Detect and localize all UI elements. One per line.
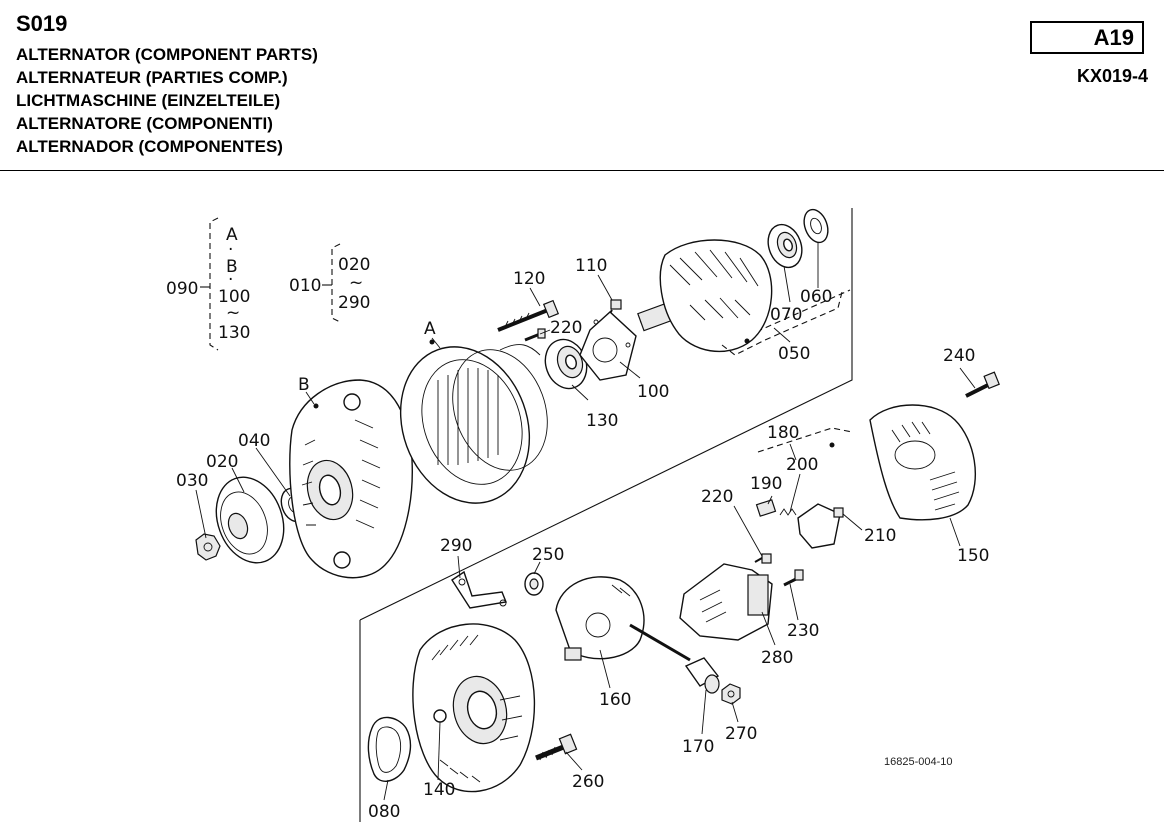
label-070: 070 <box>770 305 802 325</box>
part-060-washer <box>803 208 829 244</box>
group-bracket-090: 090 A · B · 100 ~ 130 <box>166 217 250 351</box>
group-090-item: · <box>228 270 233 290</box>
part-050-rotor <box>637 239 773 353</box>
label-230: 230 <box>787 621 819 641</box>
group-090-item: 100 <box>218 287 250 307</box>
part-080-gasket <box>367 716 412 782</box>
part-030-nut <box>195 533 221 561</box>
part-stator-a <box>399 344 548 504</box>
group-line-050 <box>721 291 843 356</box>
title-de: LICHTMASCHINE (EINZELTEILE) <box>16 91 281 110</box>
part-280-regulator <box>679 563 773 641</box>
group-090-item: · <box>228 240 233 260</box>
label-120: 120 <box>513 269 545 289</box>
label-210: 210 <box>864 526 896 546</box>
leader-lines <box>195 242 976 801</box>
group-090-item: ~ <box>226 303 240 323</box>
label-190: 190 <box>750 474 782 494</box>
group-label-090: 090 <box>166 279 198 299</box>
label-290: 290 <box>440 536 472 556</box>
part-120-bolt <box>497 299 560 332</box>
part-100-plate <box>579 311 637 381</box>
label-110: 110 <box>575 256 607 276</box>
part-220-screw-upper <box>524 328 546 342</box>
title-en: ALTERNATOR (COMPONENT PARTS) <box>16 45 318 64</box>
part-160-rectifier <box>555 576 645 661</box>
label-150: 150 <box>957 546 989 566</box>
brush-holder <box>797 503 841 549</box>
group-090-item: B <box>226 257 238 277</box>
label-180: 180 <box>767 423 799 443</box>
label-220-lower: 220 <box>701 487 733 507</box>
label-260: 260 <box>572 772 604 792</box>
label-130: 130 <box>586 411 618 431</box>
group-010-item: 020 <box>338 255 370 275</box>
marker-dot-b <box>313 403 319 409</box>
part-170-terminal <box>629 623 720 694</box>
part-200-spring <box>779 508 797 516</box>
label-020: 020 <box>206 452 238 472</box>
part-140-rear-housing <box>412 623 536 793</box>
label-170: 170 <box>682 737 714 757</box>
marker-dot-a <box>429 339 435 345</box>
label-080: 080 <box>368 802 400 822</box>
part-240-bolt <box>965 371 1000 398</box>
part-290-plate <box>451 570 507 609</box>
group-090-item: 130 <box>218 323 250 343</box>
part-180-brush-assembly <box>755 427 853 549</box>
label-030: 030 <box>176 471 208 491</box>
label-270: 270 <box>725 724 757 744</box>
label-280: 280 <box>761 648 793 668</box>
part-130-bearing <box>544 338 588 390</box>
group-bracket-010: 010 020 ~ 290 <box>289 243 370 323</box>
group-010-item: ~ <box>349 273 363 293</box>
part-270-nut <box>721 683 741 705</box>
section-code: S019 <box>16 11 68 36</box>
part-260-bolt <box>535 733 578 761</box>
part-150-rear-cover <box>869 404 976 521</box>
label-050: 050 <box>778 344 810 364</box>
part-220-screw-lower <box>754 553 772 564</box>
part-070-bearing <box>767 223 803 269</box>
label-060: 060 <box>800 287 832 307</box>
label-200: 200 <box>786 455 818 475</box>
label-a: A <box>424 319 436 339</box>
part-020-pulley <box>215 476 285 564</box>
title-es: ALTERNADOR (COMPONENTES) <box>16 137 283 156</box>
part-labels: 030 020 040 B A 120 110 220 130 100 070 … <box>176 256 989 822</box>
title-it: ALTERNATORE (COMPONENTI) <box>16 114 273 133</box>
label-220-upper: 220 <box>550 318 582 338</box>
label-240: 240 <box>943 346 975 366</box>
group-label-010: 010 <box>289 276 321 296</box>
model-code: KX019-4 <box>1076 66 1148 86</box>
section-titles: ALTERNATOR (COMPONENT PARTS) ALTERNATEUR… <box>16 43 318 158</box>
part-front-housing-b <box>289 379 413 579</box>
label-040: 040 <box>238 431 270 451</box>
label-160: 160 <box>599 690 631 710</box>
part-190-brush <box>755 499 777 517</box>
label-b: B <box>298 375 310 395</box>
group-090-item: A <box>226 225 238 245</box>
drawing-reference-number: 16825-004-10 <box>884 756 953 768</box>
header-divider <box>0 170 1164 171</box>
part-250-bushing <box>524 572 544 596</box>
label-100: 100 <box>637 382 669 402</box>
part-230-screw <box>783 569 804 587</box>
label-140: 140 <box>423 780 455 800</box>
title-fr: ALTERNATEUR (PARTIES COMP.) <box>16 68 288 87</box>
page-code-box: A19 <box>1030 21 1144 54</box>
group-010-item: 290 <box>338 293 370 313</box>
label-250: 250 <box>532 545 564 565</box>
part-210-screw <box>833 507 844 518</box>
